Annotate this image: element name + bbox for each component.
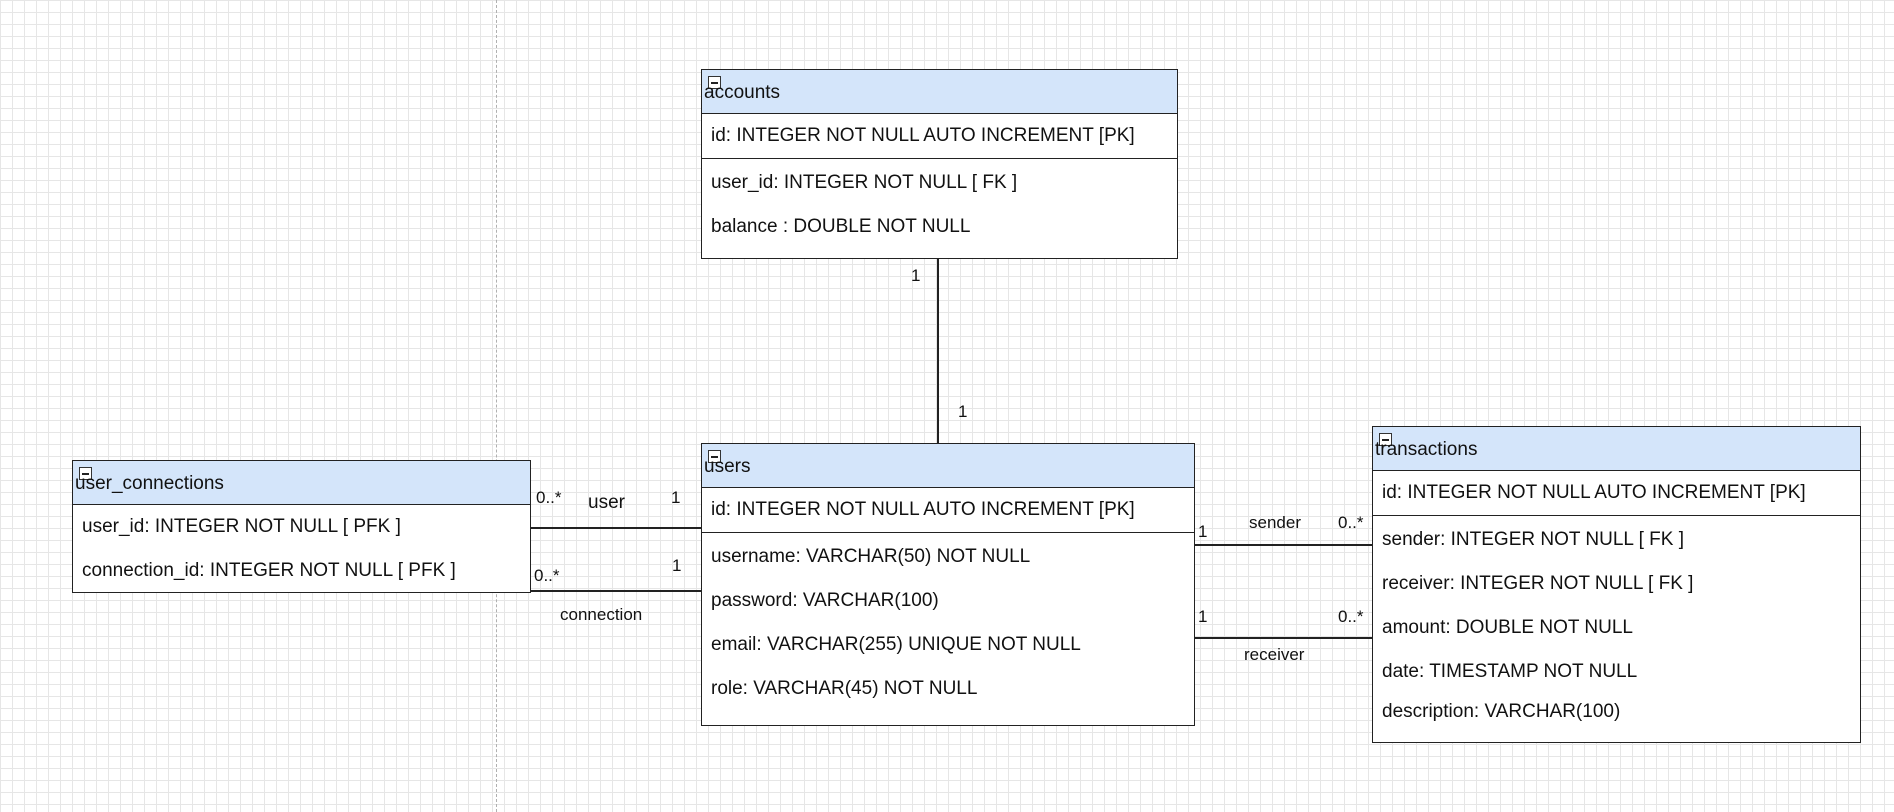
field-row[interactable]: receiver: INTEGER NOT NULL [ FK ] (1382, 573, 1694, 594)
multiplicity-user-right: 1 (671, 488, 681, 507)
collapse-minus-icon[interactable] (1379, 433, 1392, 446)
collapse-minus-icon[interactable] (708, 450, 721, 463)
multiplicity-accounts: 1 (911, 266, 921, 285)
pk-field[interactable]: id: INTEGER NOT NULL AUTO INCREMENT [PK] (711, 125, 1135, 146)
field-row[interactable]: password: VARCHAR(100) (711, 590, 939, 611)
field-row[interactable]: sender: INTEGER NOT NULL [ FK ] (1382, 529, 1684, 550)
multiplicity-receiver-right: 0..* (1338, 607, 1364, 626)
entity-users[interactable]: users id: INTEGER NOT NULL AUTO INCREMEN… (701, 443, 1195, 726)
multiplicity-receiver-left: 1 (1198, 607, 1208, 626)
multiplicity-connection-right: 1 (672, 556, 682, 575)
field-row[interactable]: email: VARCHAR(255) UNIQUE NOT NULL (711, 634, 1081, 655)
field-row[interactable]: description: VARCHAR(100) (1382, 701, 1621, 722)
pk-field[interactable]: id: INTEGER NOT NULL AUTO INCREMENT [PK] (1382, 482, 1806, 503)
relation-label-receiver: receiver (1244, 645, 1305, 664)
entity-title: transactions (1375, 439, 1478, 460)
field-row[interactable]: date: TIMESTAMP NOT NULL (1382, 661, 1638, 682)
field-row[interactable]: amount: DOUBLE NOT NULL (1382, 617, 1633, 638)
entity-accounts[interactable]: accounts id: INTEGER NOT NULL AUTO INCRE… (701, 69, 1178, 259)
entity-header[interactable]: user_connections (73, 461, 530, 505)
entity-user-connections[interactable]: user_connections user_id: INTEGER NOT NU… (72, 460, 531, 593)
entity-transactions[interactable]: transactions id: INTEGER NOT NULL AUTO I… (1372, 426, 1861, 743)
entity-title: user_connections (75, 473, 224, 494)
field-row[interactable]: username: VARCHAR(50) NOT NULL (711, 546, 1031, 567)
pk-field[interactable]: id: INTEGER NOT NULL AUTO INCREMENT [PK] (711, 499, 1135, 520)
multiplicity-connection-left: 0..* (534, 566, 560, 585)
field-row[interactable]: user_id: INTEGER NOT NULL [ FK ] (711, 172, 1018, 193)
field-row[interactable]: balance : DOUBLE NOT NULL (711, 216, 971, 237)
field-row[interactable]: role: VARCHAR(45) NOT NULL (711, 678, 978, 699)
entity-header[interactable]: accounts (702, 70, 1177, 114)
entity-header[interactable]: transactions (1373, 427, 1860, 471)
multiplicity-users-top: 1 (958, 402, 968, 421)
field-row[interactable]: connection_id: INTEGER NOT NULL [ PFK ] (82, 560, 456, 581)
collapse-minus-icon[interactable] (708, 76, 721, 89)
entity-header[interactable]: users (702, 444, 1194, 488)
relation-label-sender: sender (1249, 513, 1301, 532)
page-guide-line (496, 0, 497, 812)
entity-title: accounts (704, 82, 781, 103)
multiplicity-user-left: 0..* (536, 488, 562, 507)
field-row[interactable]: user_id: INTEGER NOT NULL [ PFK ] (82, 516, 401, 537)
multiplicity-sender-right: 0..* (1338, 513, 1364, 532)
relation-label-user: user (588, 492, 625, 513)
collapse-minus-icon[interactable] (79, 467, 92, 480)
multiplicity-sender-left: 1 (1198, 522, 1208, 541)
entity-title: users (704, 456, 751, 477)
relation-label-connection: connection (560, 605, 643, 624)
